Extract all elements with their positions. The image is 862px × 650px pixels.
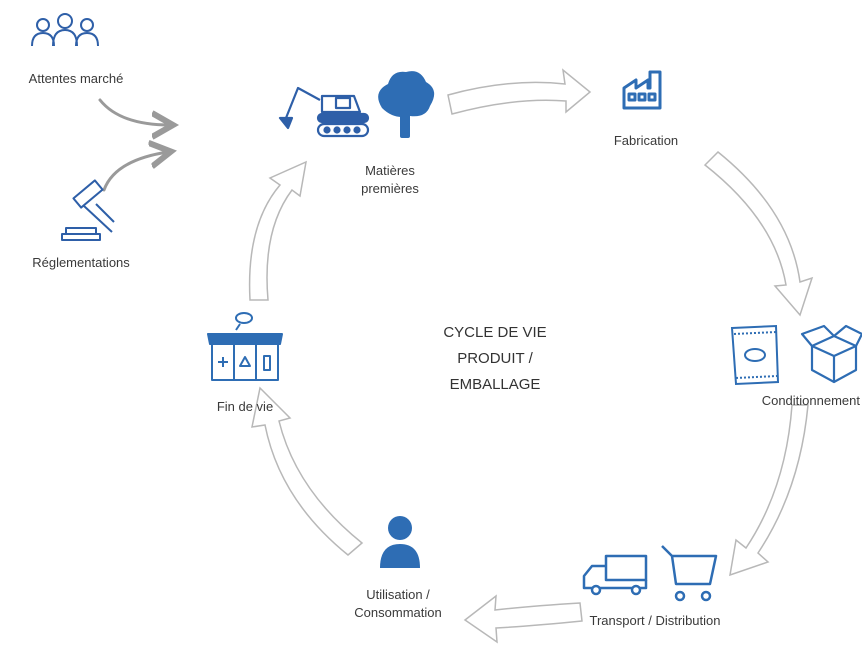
- arrow-utilisation-to-findevie: [251, 386, 364, 556]
- matieres-label-line-2: premières: [361, 181, 419, 196]
- arrow-findevie-to-matieres: [248, 160, 307, 301]
- arrow-conditionnement-to-transport: [729, 404, 809, 577]
- package-bag-icon: [730, 324, 780, 386]
- people-group-icon: [31, 13, 99, 47]
- recycling-bins-icon: [207, 312, 283, 381]
- attentes-marche-label: Attentes marché: [28, 71, 124, 86]
- arrow-transport-to-utilisation: [463, 594, 583, 644]
- truck-icon: [582, 554, 648, 596]
- cycle-title-line-1: CYCLE DE VIE: [443, 324, 547, 341]
- input-arrows: [98, 98, 170, 192]
- arrow-attentes-in: [98, 98, 170, 125]
- arrow-fabrication-to-conditionnement: [703, 150, 814, 317]
- utilisation-label-line-1: Utilisation /: [366, 587, 430, 602]
- gavel-icon: [61, 179, 115, 241]
- arrow-matieres-to-fabrication: [447, 68, 592, 115]
- open-box-icon: [800, 324, 862, 384]
- arrow-reglementations-in: [102, 152, 168, 192]
- fin-de-vie-label: Fin de vie: [216, 399, 274, 414]
- factory-icon: [622, 70, 662, 110]
- tree-icon: [378, 71, 435, 138]
- conditionnement-label: Conditionnement: [761, 393, 860, 408]
- utilisation-label: Utilisation / Consommation: [328, 586, 468, 622]
- excavator-icon: [278, 86, 370, 138]
- user-icon: [380, 516, 420, 568]
- utilisation-label-line-2: Consommation: [354, 605, 442, 620]
- matieres-label-line-1: Matières: [365, 163, 415, 178]
- matieres-label: Matières premières: [340, 162, 440, 198]
- cycle-title-line-2: PRODUIT /: [457, 350, 533, 367]
- transport-label: Transport / Distribution: [589, 613, 721, 628]
- cycle-title-line-3: EMBALLAGE: [449, 376, 541, 393]
- reglementations-label: Réglementations: [32, 255, 130, 270]
- shopping-cart-icon: [661, 545, 718, 602]
- fabrication-label: Fabrication: [613, 133, 679, 148]
- cycle-title: CYCLE DE VIE PRODUIT / EMBALLAGE: [390, 320, 600, 398]
- cycle-arrows: [248, 68, 814, 644]
